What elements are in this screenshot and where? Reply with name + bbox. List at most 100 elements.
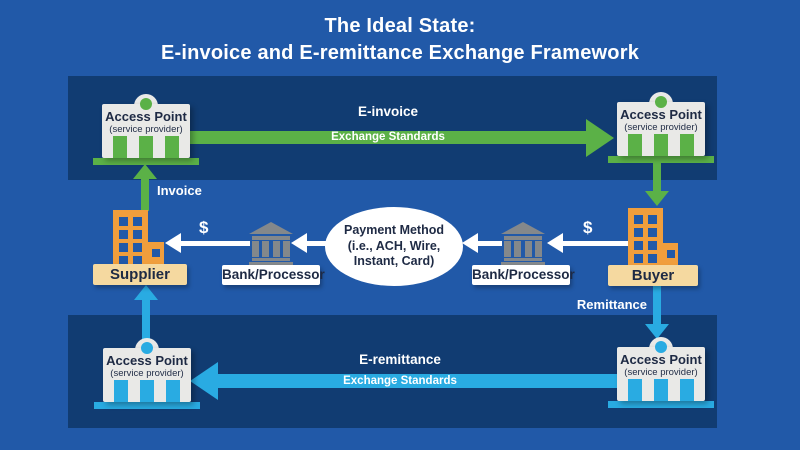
access-point-base	[608, 401, 714, 408]
pillar	[114, 380, 128, 402]
column	[272, 241, 280, 257]
remittance-arrowhead-icon	[645, 324, 669, 339]
access-point-label: Access Point	[620, 107, 702, 122]
column	[504, 241, 511, 257]
bank-pediment	[501, 222, 545, 234]
title-line-2: E-invoice and E-remittance Exchange Fram…	[160, 42, 640, 64]
payment-arrowhead-icon	[547, 233, 563, 253]
invoice-label: Invoice	[157, 183, 202, 198]
einvoice-exchange-standards-label: Exchange Standards	[331, 131, 445, 143]
einvoice-arrow	[190, 131, 586, 144]
pillar	[139, 136, 153, 158]
pillar	[166, 380, 180, 402]
access-point-dot-icon	[141, 342, 153, 354]
window	[634, 215, 643, 224]
access-point-dot-icon	[655, 96, 667, 108]
access-point-top-left: Access Point (service provider)	[93, 94, 199, 165]
bank-beam	[252, 236, 290, 240]
access-point-bottom-left: Access Point (service provider)	[94, 338, 200, 409]
bank-icon	[501, 222, 545, 266]
einvoice-arrowhead-icon	[586, 119, 614, 157]
window	[133, 256, 142, 265]
dollar-label: $	[583, 218, 593, 237]
bank-plinth	[504, 258, 542, 261]
eremittance-flow-label: E-remittance	[359, 352, 441, 367]
access-point-label: Access Point	[105, 109, 187, 124]
access-point-top-right: Access Point (service provider)	[608, 92, 714, 163]
payment-method-ellipse: Payment Method (i.e., ACH, Wire, Instant…	[325, 207, 463, 286]
window	[634, 241, 643, 250]
einvoice-flow-label: E-invoice	[357, 104, 419, 119]
window	[648, 215, 657, 224]
bank-step	[501, 262, 545, 266]
access-point-pillars	[102, 136, 190, 158]
access-point-building-icon: Access Point (service provider)	[617, 102, 705, 156]
access-point-pillars	[617, 134, 705, 156]
page-title: The Ideal State: E-invoice and E-remitta…	[0, 13, 800, 67]
payment-arrow-bank-to-supplier	[180, 241, 250, 246]
column	[282, 241, 290, 257]
window	[119, 217, 128, 226]
einvoice-to-buyer-arrow	[653, 163, 661, 192]
pillar	[680, 134, 694, 156]
payment-method-line-1: Payment Method	[343, 223, 444, 238]
access-point-base	[93, 158, 199, 165]
window	[648, 241, 657, 250]
title-line-1: The Ideal State:	[324, 15, 476, 37]
payment-arrow-bank-to-method	[477, 241, 502, 246]
payment-method-line-2: (i.e., ACH, Wire,	[347, 238, 441, 253]
access-point-label: Access Point	[620, 352, 702, 367]
payment-arrowhead-icon	[291, 233, 307, 253]
window	[119, 230, 128, 239]
access-point-bottom-right: Access Point (service provider)	[608, 337, 714, 408]
bank-processor-tag-left: Bank/Processor	[222, 265, 325, 285]
payment-arrow-method-to-bank	[306, 241, 326, 246]
window	[119, 256, 128, 265]
access-point-dot-icon	[655, 341, 667, 353]
payment-arrowhead-icon	[462, 233, 478, 253]
bank-beam	[504, 236, 542, 240]
remittance-arrow	[653, 286, 661, 324]
supplier-annex-icon	[148, 242, 164, 270]
access-point-base	[608, 156, 714, 163]
bank-plinth	[252, 258, 290, 261]
access-point-pillars	[617, 379, 705, 401]
payment-method-line-3: Instant, Card)	[353, 254, 435, 269]
supplier-tag: Supplier	[93, 264, 187, 285]
access-point-pillars	[103, 380, 191, 402]
access-point-sublabel: (service provider)	[110, 368, 184, 379]
bank-step	[249, 262, 293, 266]
bank-icon	[249, 222, 293, 266]
eremittance-exchange-standards-label: Exchange Standards	[343, 375, 457, 387]
column	[262, 241, 270, 257]
bank-pediment	[249, 222, 293, 234]
pillar	[654, 379, 668, 401]
pillar	[140, 380, 154, 402]
einvoice-to-buyer-arrowhead-icon	[645, 191, 669, 206]
access-point-label: Access Point	[106, 353, 188, 368]
payment-arrowhead-icon	[165, 233, 181, 253]
window	[667, 250, 675, 258]
pillar	[654, 134, 668, 156]
pillar	[165, 136, 179, 158]
column	[524, 241, 532, 257]
column	[252, 241, 259, 257]
access-point-sublabel: (service provider)	[624, 122, 698, 133]
window	[133, 230, 142, 239]
access-point-sublabel: (service provider)	[109, 124, 183, 135]
buyer-building-icon	[628, 208, 663, 270]
pillar	[680, 379, 694, 401]
column	[514, 241, 522, 257]
remittance-label: Remittance	[576, 297, 647, 312]
invoice-arrow	[141, 177, 149, 211]
window	[648, 228, 657, 237]
access-point-dot-icon	[140, 98, 152, 110]
access-point-building-icon: Access Point (service provider)	[103, 348, 191, 402]
access-point-sublabel: (service provider)	[624, 367, 698, 378]
bank-columns	[504, 241, 542, 257]
access-point-building-icon: Access Point (service provider)	[617, 347, 705, 401]
column	[534, 241, 542, 257]
eremittance-to-supplier-arrowhead-icon	[134, 285, 158, 300]
eremittance-to-supplier-arrow	[142, 299, 150, 348]
